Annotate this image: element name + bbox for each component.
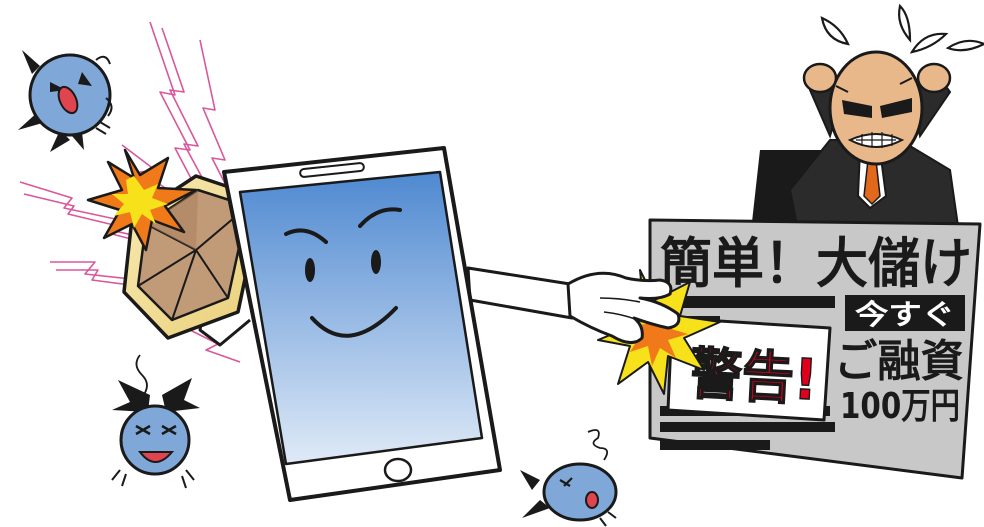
ad-offer-amount: 100万円 bbox=[840, 386, 960, 427]
warning-sticker: 警告! bbox=[666, 316, 832, 422]
ad-badge-now: 今すぐ bbox=[855, 298, 955, 331]
devil-character-bottom-center bbox=[520, 429, 618, 527]
phone-home-button bbox=[383, 457, 413, 483]
impact-burst-shield-icon bbox=[86, 148, 198, 252]
warning-label: 警告! bbox=[688, 342, 819, 414]
devil-character-bottom-left bbox=[111, 354, 200, 489]
lightning-bolts-icon bbox=[19, 21, 241, 363]
devil-character-top-left bbox=[18, 50, 113, 152]
stress-marks-icon bbox=[820, 3, 984, 54]
smartphone-character bbox=[222, 146, 502, 502]
ad-headline: 簡単！大儲け bbox=[660, 232, 972, 295]
phone-right-arm bbox=[466, 266, 574, 320]
glove-hand bbox=[566, 271, 681, 344]
scammer-businessman bbox=[788, 50, 962, 241]
ad-offer-loan: ご融資 bbox=[834, 336, 964, 387]
